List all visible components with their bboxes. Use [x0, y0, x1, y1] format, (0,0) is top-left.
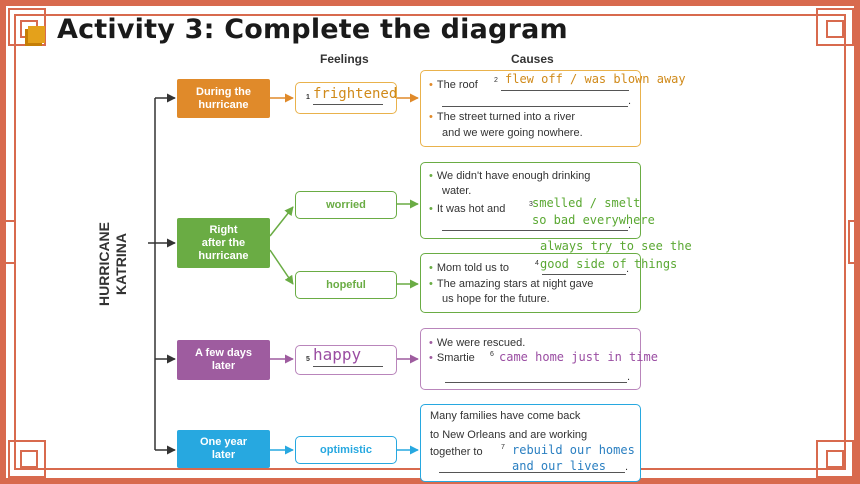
cause-one-year-line-3: together to: [430, 446, 483, 458]
answer-3-line-1: smelled / smelt: [532, 196, 641, 210]
cause-box-one-year: Many families have come back to New Orle…: [420, 404, 641, 482]
cause-box-hopeful: •Mom told us to 4 . •The amazing stars a…: [420, 253, 641, 313]
answer-4-line-1: always try to see the: [540, 239, 692, 253]
feeling-hopeful: hopeful: [326, 279, 366, 291]
cause-during-line-1: The roof: [436, 79, 478, 91]
cause-during-line-2a: The street turned into a river: [436, 111, 576, 123]
feeling-box-5: 5: [295, 345, 397, 375]
feeling-box-worried: worried: [295, 191, 397, 219]
stage-one-year-line-1: One year: [199, 436, 248, 448]
cause-few-days-line-1: We were rescued.: [436, 337, 526, 349]
blank-number-6: 6: [490, 351, 494, 358]
cause-box-during: •The roof 2 . •The street turned into a …: [420, 70, 641, 147]
cause-worried-line-1b: water.: [442, 185, 472, 197]
answer-4-line-2: good side of things: [540, 257, 678, 271]
answer-7-line-2: and our lives: [512, 459, 606, 473]
answer-3-line-2: so bad everywhere: [532, 213, 655, 227]
cause-one-year-line-2: to New Orleans and are working: [430, 429, 588, 441]
cause-worried-line-2: It was hot and: [436, 203, 506, 215]
feeling-worried: worried: [326, 199, 366, 211]
feeling-box-hopeful: hopeful: [295, 271, 397, 299]
stage-during-line-2: hurricane: [198, 98, 249, 111]
answer-2: flew off / was blown away: [505, 72, 686, 86]
cause-hopeful-line-2a: The amazing stars at night gave: [436, 278, 594, 290]
stage-few-days-line-1: A few days: [194, 347, 253, 359]
feeling-box-optimistic: optimistic: [295, 436, 397, 464]
blank-number-1: 1: [306, 94, 310, 101]
cause-one-year-period: .: [625, 461, 629, 473]
blank-number-7: 7: [501, 444, 505, 451]
causes-header: Causes: [511, 52, 554, 66]
cause-box-worried: •We didn't have enough drinking water. •…: [420, 162, 641, 239]
cause-box-few-days: •We were rescued. •Smartie 6 .: [420, 328, 641, 390]
cause-one-year-line-1: Many families have come back: [430, 410, 581, 422]
cause-worried-period: .: [628, 219, 632, 231]
cause-during-period: .: [628, 95, 632, 107]
blank-number-2: 2: [494, 77, 498, 84]
page-title: Activity 3: Complete the diagram: [57, 14, 568, 45]
answer-5: happy: [313, 345, 362, 364]
stage-right-after-line-2: after the: [201, 236, 246, 249]
stage-during-line-1: During the: [196, 85, 251, 98]
cause-hopeful-line-2b: us hope for the future.: [442, 293, 550, 305]
stage-right-after-line-3: hurricane: [198, 249, 249, 262]
answer-1: frightened: [313, 86, 398, 102]
cause-during-line-2b: and we were going nowhere.: [442, 127, 583, 139]
stage-right-after-line-1: Right: [209, 223, 238, 236]
blank-number-5: 5: [306, 356, 310, 363]
stage-one-year-line-2: later: [211, 449, 236, 461]
feeling-optimistic: optimistic: [320, 444, 372, 456]
blank-number-3: 3: [529, 201, 533, 208]
stage-few-days-line-2: later: [211, 360, 236, 372]
cause-hopeful-line-1: Mom told us to: [436, 262, 509, 274]
answer-6: came home just in time: [499, 350, 658, 364]
feeling-box-1: 1: [295, 82, 397, 114]
cause-few-days-line-2: Smartie: [436, 352, 475, 364]
cause-hopeful-period: .: [626, 263, 630, 275]
cause-worried-line-1a: We didn't have enough drinking: [436, 170, 591, 182]
title-marker-icon: [28, 26, 45, 43]
cause-few-days-period: .: [627, 371, 631, 383]
blank-number-4: 4: [535, 260, 539, 267]
answer-7-line-1: rebuild our homes: [512, 443, 635, 457]
feelings-header: Feelings: [320, 52, 369, 66]
